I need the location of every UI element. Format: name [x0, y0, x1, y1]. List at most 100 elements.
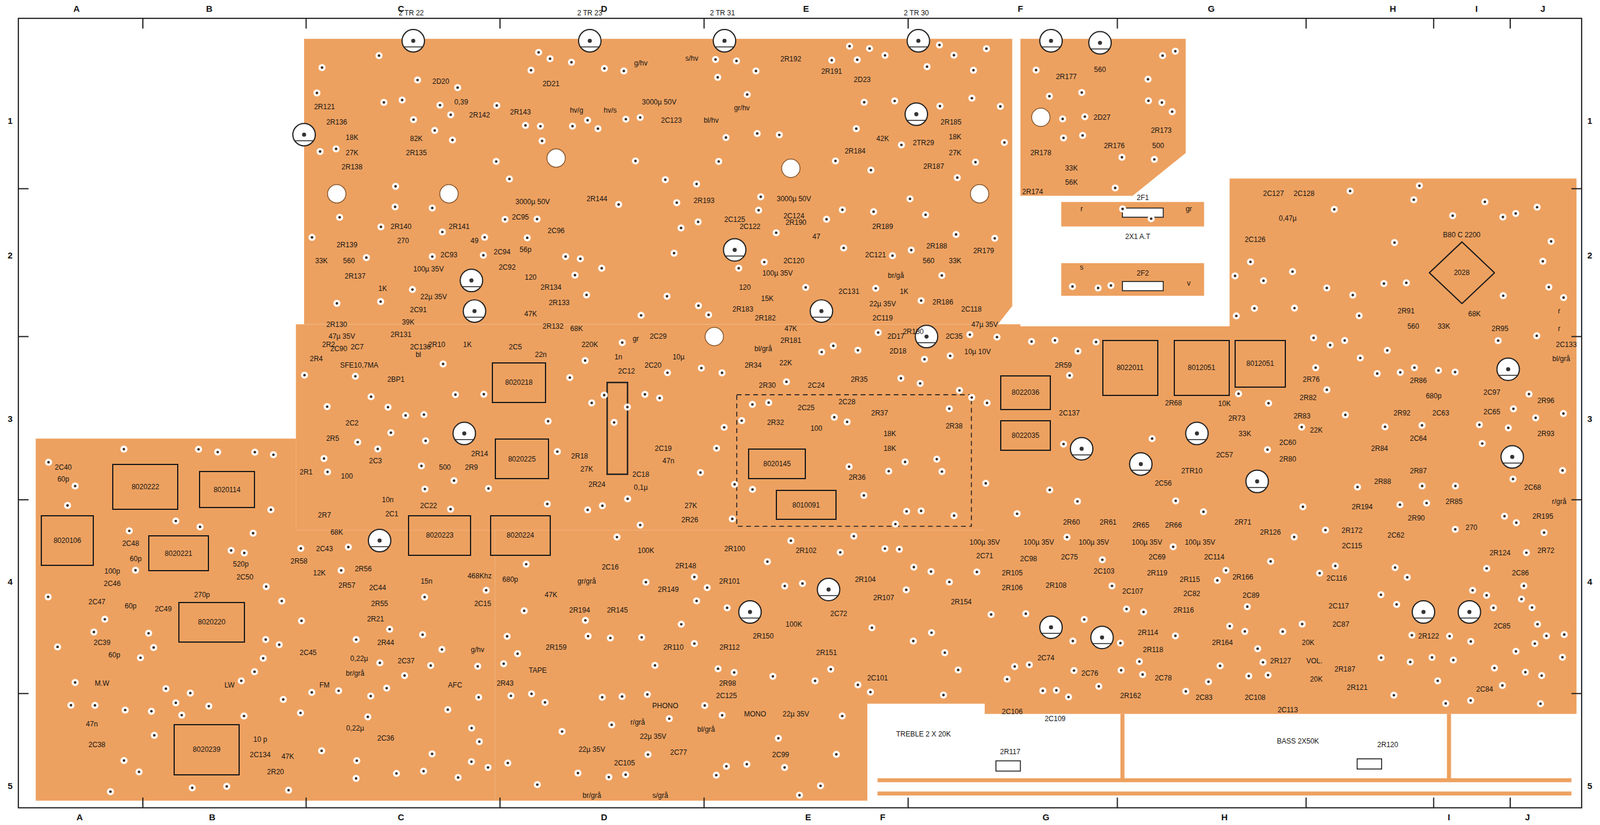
diamond-outline-svg	[1428, 230, 1495, 305]
pad-ring	[492, 158, 500, 166]
solder-pad	[996, 102, 1004, 110]
pad-hole	[720, 371, 724, 375]
solder-pad	[840, 244, 848, 252]
solder-pad	[71, 679, 79, 687]
pad-hole	[506, 762, 509, 765]
pad-ring	[1066, 371, 1074, 380]
transistor-symbol	[1039, 29, 1063, 52]
solder-pad	[541, 699, 549, 707]
solder-pad	[1559, 410, 1567, 418]
pad-hole	[570, 125, 574, 128]
component-label: 2C121	[864, 250, 886, 260]
solder-pad	[375, 51, 383, 60]
pad-hole	[938, 43, 941, 47]
component-label: 1K	[899, 287, 909, 296]
pad-ring	[450, 477, 458, 485]
solder-pad	[422, 437, 430, 445]
solder-pad	[520, 607, 528, 615]
transistor-symbol	[906, 29, 930, 52]
solder-pad	[504, 759, 512, 767]
grid-tick	[907, 798, 909, 809]
solder-pad	[927, 567, 935, 576]
component-label: 2TR29	[912, 138, 935, 148]
solder-pad	[332, 145, 340, 153]
solder-pad	[701, 701, 709, 710]
pad-ring	[594, 125, 602, 133]
pad-hole	[624, 774, 627, 777]
pad-ring	[973, 568, 981, 576]
pad-hole	[1535, 334, 1539, 338]
pad-ring	[443, 706, 452, 714]
component-label: 2R57	[338, 581, 356, 590]
solder-pad	[194, 445, 202, 453]
pad-hole	[320, 749, 323, 753]
grid-reference: 1	[1587, 115, 1593, 126]
pad-hole	[1003, 141, 1006, 144]
screen-outline	[736, 394, 972, 527]
grid-reference: J	[1525, 812, 1530, 823]
pad-ring	[384, 403, 392, 411]
transistor-outline	[905, 103, 928, 126]
solder-pad	[421, 485, 429, 493]
pad-hole	[1333, 208, 1336, 211]
pad-hole	[1514, 521, 1518, 525]
pad-ring	[353, 757, 361, 765]
pad-ring	[1373, 370, 1381, 378]
solder-pad	[624, 495, 632, 503]
pad-ring	[718, 369, 726, 377]
pad-ring	[1144, 75, 1152, 83]
pad-ring	[1232, 312, 1240, 320]
pad-ring	[1108, 582, 1116, 590]
solder-pad	[1181, 688, 1190, 696]
solder-pad	[872, 285, 880, 293]
pad-ring	[71, 679, 79, 687]
pad-ring	[921, 356, 929, 364]
grid-reference: 5	[7, 780, 13, 791]
solder-pad	[1331, 562, 1340, 570]
pad-ring	[636, 113, 644, 122]
component-label: 15n	[420, 577, 433, 586]
component-label: 560	[1407, 322, 1420, 331]
transistor-flat	[1042, 633, 1061, 635]
pad-ring	[538, 137, 546, 145]
pad-hole	[1070, 285, 1074, 288]
mounting-hole	[439, 184, 459, 204]
pad-hole	[590, 402, 593, 405]
grid-reference: I	[1447, 812, 1451, 823]
copper-area	[1060, 201, 1204, 227]
pad-hole	[942, 694, 945, 697]
pad-hole	[1448, 635, 1451, 638]
solder-pad	[318, 747, 326, 755]
solder-pad	[443, 706, 452, 714]
pad-ring	[1428, 654, 1436, 662]
solder-pad	[928, 629, 936, 637]
component-label: 47K	[544, 590, 558, 600]
pad-ring	[196, 523, 204, 531]
pad-ring	[735, 264, 743, 272]
pad-ring	[829, 342, 837, 350]
pad-ring	[324, 468, 332, 476]
pad-hole	[152, 646, 155, 649]
solder-pad	[320, 455, 328, 463]
solder-pad	[782, 378, 790, 386]
transistor-flat	[740, 618, 760, 620]
solder-pad	[720, 423, 728, 431]
component-label: 2C131	[838, 287, 860, 296]
solder-pad	[1111, 184, 1119, 192]
grid-tick	[1117, 798, 1119, 809]
potentiometer-outline	[996, 761, 1021, 772]
pad-hole	[262, 657, 265, 660]
transistor-pin	[914, 112, 919, 117]
pad-ring	[106, 788, 114, 796]
component-label: 68K	[1468, 309, 1481, 319]
component-label: 2C2	[345, 419, 359, 428]
solder-pad	[850, 533, 858, 541]
pad-ring	[928, 629, 936, 637]
solder-pad	[743, 761, 751, 769]
pad-hole	[378, 661, 381, 665]
solder-pad	[1494, 337, 1502, 345]
solder-pad	[769, 673, 777, 681]
pad-ring	[1063, 533, 1071, 541]
pad-ring	[760, 258, 768, 266]
pad-ring	[145, 629, 153, 638]
